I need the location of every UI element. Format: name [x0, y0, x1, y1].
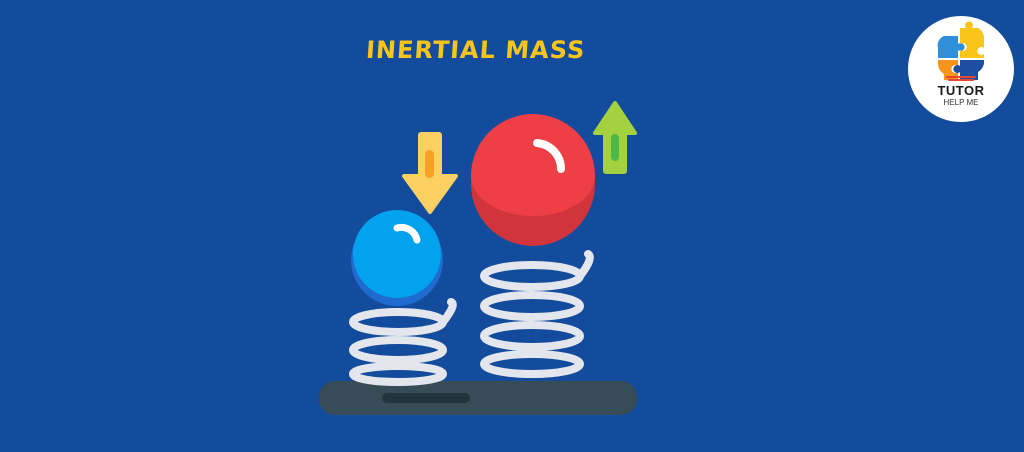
puzzle-lightbulb-icon — [937, 21, 985, 81]
base-platform — [319, 381, 637, 415]
down-arrow-icon — [402, 132, 458, 214]
small-spring — [349, 298, 457, 386]
logo-tutor-text: TUTOR — [937, 83, 985, 98]
small-blue-ball — [351, 210, 443, 306]
large-spring — [480, 250, 594, 378]
tutor-help-me-logo: TUTOR HELP ME — [908, 16, 1014, 122]
base-slot — [382, 393, 470, 403]
up-arrow-icon — [593, 101, 637, 174]
logo-helpme-text: HELP ME — [943, 98, 979, 107]
large-red-ball — [471, 114, 595, 246]
